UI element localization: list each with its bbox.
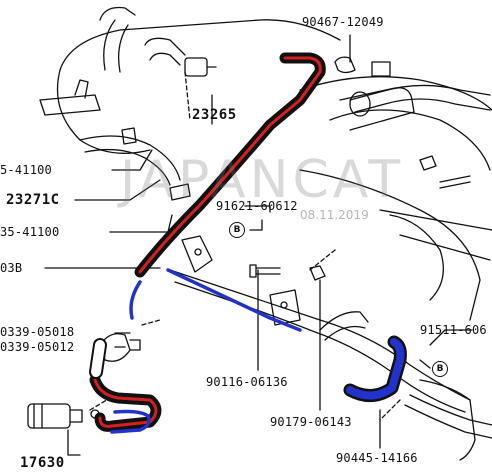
engine-outline-right <box>299 76 492 111</box>
part-label-91511-606: 91511-606 <box>420 323 487 337</box>
part-label-23265: 23265 <box>192 107 237 123</box>
red-hose-lower-outline <box>89 374 162 432</box>
engine-block-lower <box>299 169 481 321</box>
part-label-91621-60612: 91621-60612 <box>216 199 298 213</box>
watermark-date: 08.11.2019 <box>300 208 369 222</box>
part-label-41100-b: 35-41100 <box>0 225 60 239</box>
part-label-41100-a: 5-41100 <box>0 163 52 177</box>
engine-outline-top <box>59 19 341 71</box>
part-label-0339-05012: 0339-05012 <box>0 340 75 354</box>
part-label-17630: 17630 <box>20 455 65 471</box>
blue-pipe-main <box>166 268 302 332</box>
vsv-23265 <box>184 57 208 77</box>
part-label-0339-05018: 0339-05018 <box>0 325 75 339</box>
part-label-90179-06143: 90179-06143 <box>270 415 352 429</box>
watermark-text: JAPANCAT <box>120 150 405 210</box>
part-label-03b: 03B <box>0 261 23 275</box>
marker-b-upper: B <box>229 222 245 238</box>
blue-hose-right <box>346 338 405 400</box>
blue-hose-lower <box>110 409 151 434</box>
red-hose-lower <box>93 378 158 428</box>
part-label-90116-06136: 90116-06136 <box>206 375 288 389</box>
part-label-90467-12049: 90467-12049 <box>302 15 384 29</box>
red-hose-main <box>138 56 322 274</box>
marker-b-lower: B <box>432 361 448 377</box>
part-17630-body <box>27 403 71 429</box>
part-label-90445-14166: 90445-14166 <box>336 451 418 465</box>
part-label-23271c: 23271C <box>6 192 60 208</box>
blue-hose-upper-left <box>129 280 142 320</box>
